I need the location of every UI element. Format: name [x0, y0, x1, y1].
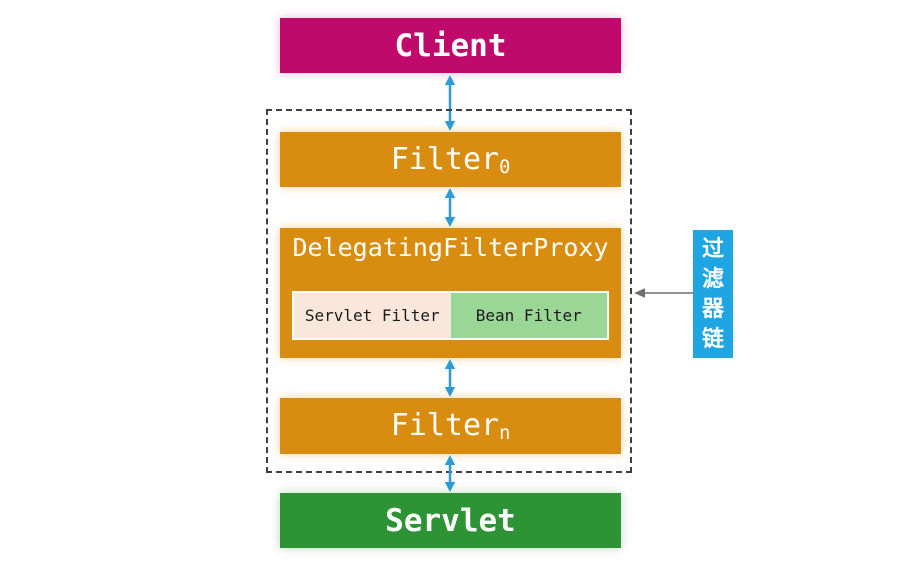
pointer-arrow-side-label-icon [634, 288, 693, 298]
side-label-filter-chain: 过滤器链 [693, 230, 733, 358]
bidirectional-arrow-filterN-servlet-icon [444, 455, 456, 492]
bidirectional-arrow-filter0-proxy-icon [444, 188, 456, 227]
servlet-filter-label: Servlet Filter [304, 306, 440, 325]
filter0-label: Filter0 [391, 142, 511, 178]
filterN-label: Filtern [391, 408, 511, 444]
bean-filter-label: Bean Filter [475, 306, 582, 325]
servlet-label: Servlet [385, 502, 516, 539]
client-label: Client [394, 27, 507, 64]
delegating-filter-proxy-title: DelegatingFilterProxy [292, 233, 609, 262]
filter0-box: Filter0 [280, 132, 621, 187]
filterN-base-text: Filter [390, 408, 500, 444]
proxy-inner-row: Servlet Filter Bean Filter [292, 291, 609, 340]
bean-filter-box: Bean Filter [450, 293, 607, 338]
bidirectional-arrow-client-filter0-icon [444, 75, 456, 131]
filterN-box: Filtern [280, 398, 621, 454]
client-box: Client [280, 18, 621, 73]
servlet-box: Servlet [280, 493, 621, 548]
filterN-subscript: n [499, 423, 511, 445]
filter0-base-text: Filter [390, 141, 500, 177]
bidirectional-arrow-proxy-filterN-icon [444, 359, 456, 397]
servlet-filter-box: Servlet Filter [294, 293, 451, 338]
filter0-subscript: 0 [499, 156, 511, 178]
delegating-filter-proxy-box: DelegatingFilterProxy Servlet Filter Bea… [280, 228, 621, 358]
